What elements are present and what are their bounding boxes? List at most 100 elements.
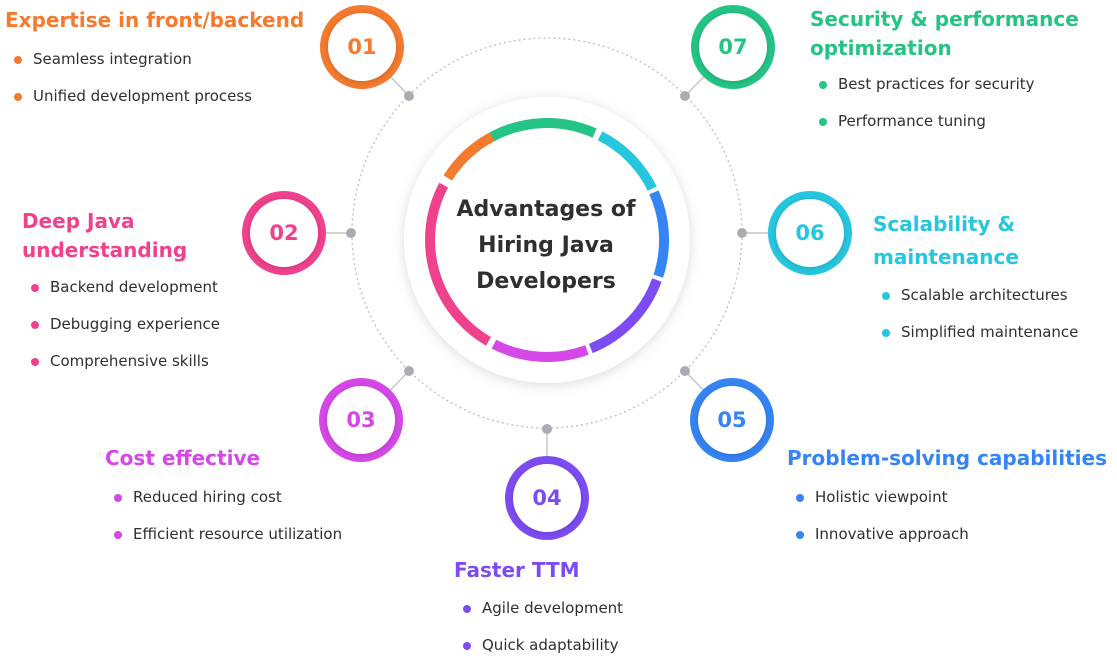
advantage-title-line: Problem-solving capabilities xyxy=(787,446,1107,470)
bullet-text: Holistic viewpoint xyxy=(815,488,948,506)
bullet-dot-icon xyxy=(114,531,122,539)
advantage-title-line: Scalability & xyxy=(873,212,1015,236)
bullet-list: Agile development Quick adaptability xyxy=(454,590,623,664)
bullet-text: Quick adaptability xyxy=(482,636,619,654)
advantage-block-02: Deep Java understanding Backend developm… xyxy=(22,207,220,380)
bullet-dot-icon xyxy=(796,494,804,502)
node-inner-06 xyxy=(776,199,844,267)
bullet-text: Scalable architectures xyxy=(901,286,1068,304)
bullet-text: Innovative approach xyxy=(815,525,969,543)
bullet-dot-icon xyxy=(882,329,890,337)
bullet-text: Reduced hiring cost xyxy=(133,488,282,506)
bullet-item: Seamless integration xyxy=(5,41,304,78)
bullet-item: Quick adaptability xyxy=(454,627,623,664)
arc-segment-02 xyxy=(425,182,492,346)
node-number-06: 06 xyxy=(795,221,825,245)
bullet-dot-icon xyxy=(882,292,890,300)
advantage-block-07: Security & performance optimization Best… xyxy=(810,5,1079,140)
bullet-dot-icon xyxy=(14,56,22,64)
bullet-text: Best practices for security xyxy=(838,75,1035,93)
bullet-text: Agile development xyxy=(482,599,624,617)
bullet-dot-icon xyxy=(819,118,827,126)
bullet-item: Unified development process xyxy=(5,78,304,115)
center-title-line-2: Hiring Java xyxy=(478,233,614,258)
bullet-dot-icon xyxy=(463,642,471,650)
connector-dot-04 xyxy=(542,424,552,434)
node-inner-05 xyxy=(698,386,766,454)
advantage-title: Scalability & maintenance xyxy=(873,208,1078,274)
advantage-title: Cost effective xyxy=(105,444,342,473)
bullet-item: Reduced hiring cost xyxy=(105,479,342,516)
arc-segment-05 xyxy=(649,190,670,278)
advantage-title: Expertise in front/backend xyxy=(5,6,304,35)
advantage-title: Problem-solving capabilities xyxy=(787,444,1107,473)
bullet-item: Agile development xyxy=(454,590,623,627)
node-inner-01 xyxy=(328,13,396,81)
advantage-title-line: Deep Java xyxy=(22,209,135,233)
bullet-dot-icon xyxy=(796,531,804,539)
bullet-text: Unified development process xyxy=(33,87,252,105)
advantage-title-line: maintenance xyxy=(873,245,1019,269)
advantage-title: Deep Java understanding xyxy=(22,207,220,265)
bullet-item: Performance tuning xyxy=(810,103,1079,140)
connector-dot-03 xyxy=(404,366,414,376)
bullet-dot-icon xyxy=(114,494,122,502)
bullet-text: Backend development xyxy=(50,278,218,296)
advantage-title-line: Expertise in front/backend xyxy=(5,8,305,32)
arc-segment-06 xyxy=(597,131,657,191)
bullet-text: Debugging experience xyxy=(50,315,220,333)
advantage-title-line: Security & performance xyxy=(810,7,1079,31)
connector-dot-01 xyxy=(404,91,414,101)
node-number-03: 03 xyxy=(346,408,376,432)
advantage-title-line: understanding xyxy=(22,238,188,262)
connector-dot-02 xyxy=(346,228,356,238)
center-arc-segments xyxy=(425,118,670,362)
center-title: Advantages of Hiring Java Developers xyxy=(426,192,666,300)
node-number-01: 01 xyxy=(347,35,377,59)
bullet-item: Best practices for security xyxy=(810,66,1079,103)
bullet-dot-icon xyxy=(819,81,827,89)
node-inner-02 xyxy=(250,199,318,267)
bullet-list: Holistic viewpoint Innovative approach xyxy=(787,479,1107,553)
bullet-text: Seamless integration xyxy=(33,50,192,68)
bullet-item: Scalable architectures xyxy=(873,277,1078,314)
arc-segment-01 xyxy=(443,131,497,181)
advantage-title: Faster TTM xyxy=(454,556,623,585)
node-number-05: 05 xyxy=(717,408,747,432)
advantage-title: Security & performance optimization xyxy=(810,5,1079,63)
bullet-item: Innovative approach xyxy=(787,516,1107,553)
center-title-line-3: Developers xyxy=(476,269,616,294)
advantage-title-line: optimization xyxy=(810,36,952,60)
bullet-dot-icon xyxy=(31,358,39,366)
bullet-text: Performance tuning xyxy=(838,112,986,130)
bullet-dot-icon xyxy=(14,93,22,101)
bullet-dot-icon xyxy=(31,321,39,329)
bullet-item: Efficient resource utilization xyxy=(105,516,342,553)
advantage-block-05: Problem-solving capabilities Holistic vi… xyxy=(787,444,1107,553)
bullet-list: Reduced hiring cost Efficient resource u… xyxy=(105,479,342,553)
bullet-list: Seamless integration Unified development… xyxy=(5,41,304,115)
bullet-dot-icon xyxy=(31,284,39,292)
arc-segment-07 xyxy=(489,118,597,142)
arc-segment-03 xyxy=(491,339,589,362)
bullet-list: Scalable architectures Simplified mainte… xyxy=(873,277,1078,351)
advantage-block-06: Scalability & maintenance Scalable archi… xyxy=(873,208,1078,351)
connectors xyxy=(284,46,810,498)
bullet-dot-icon xyxy=(463,605,471,613)
node-inner-07 xyxy=(699,13,767,81)
connector-dot-07 xyxy=(680,91,690,101)
bullet-text: Simplified maintenance xyxy=(901,323,1079,341)
bullet-item: Backend development xyxy=(22,269,220,306)
node-number-02: 02 xyxy=(269,221,299,245)
node-inner-03 xyxy=(327,386,395,454)
advantage-block-04: Faster TTM Agile development Quick adapt… xyxy=(454,556,623,664)
advantage-block-01: Expertise in front/backend Seamless inte… xyxy=(5,6,304,115)
bullet-text: Efficient resource utilization xyxy=(133,525,343,543)
arc-segment-04 xyxy=(588,278,662,354)
connector-dot-05 xyxy=(680,366,690,376)
connector-dot-06 xyxy=(737,228,747,238)
bullet-list: Best practices for security Performance … xyxy=(810,66,1079,140)
advantage-title-line: Faster TTM xyxy=(454,558,580,582)
bullet-item: Comprehensive skills xyxy=(22,343,220,380)
